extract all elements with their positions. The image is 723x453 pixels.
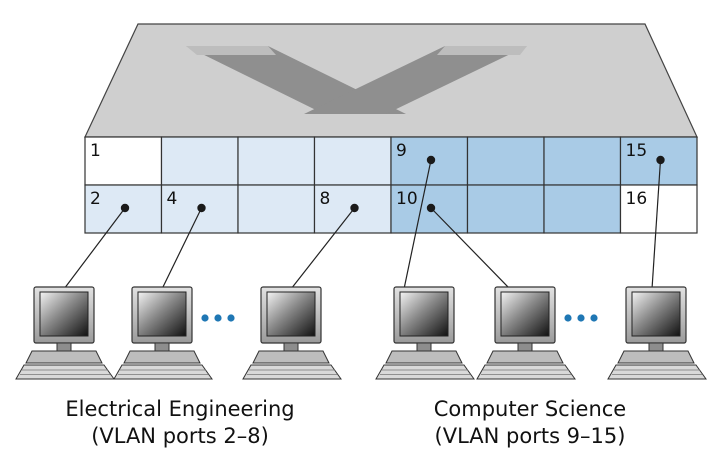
port-connector-15 xyxy=(656,155,665,165)
caption-computer-science: Computer Science (VLAN ports 9–15) xyxy=(400,396,660,450)
cable-port-4 xyxy=(161,207,203,290)
switch-port-10: 10 xyxy=(390,184,469,234)
computer-cs-2 xyxy=(476,286,576,380)
cable-port-15 xyxy=(651,159,662,290)
ellipsis-cs xyxy=(564,314,598,322)
cable-port-10 xyxy=(430,207,511,290)
computer-ee-3 xyxy=(242,286,342,380)
group-ports-cs: (VLAN ports 9–15) xyxy=(434,424,626,448)
port-label: 9 xyxy=(396,141,407,161)
ellipsis-ee xyxy=(201,314,235,322)
computer-cs-1 xyxy=(375,286,475,380)
computer-ee-1 xyxy=(15,286,115,380)
computer-ee-2 xyxy=(113,286,213,380)
caption-electrical-engineering: Electrical Engineering (VLAN ports 2–8) xyxy=(40,396,320,450)
port-label: 8 xyxy=(320,189,331,209)
port-connector-8 xyxy=(350,203,359,213)
port-label: 10 xyxy=(396,189,418,209)
switch-port xyxy=(543,184,622,234)
switch-port xyxy=(466,184,545,234)
group-ports-ee: (VLAN ports 2–8) xyxy=(91,424,269,448)
port-label: 1 xyxy=(90,141,101,161)
port-connector-2 xyxy=(120,203,130,213)
switch-port xyxy=(466,136,545,186)
switch-port xyxy=(313,136,392,186)
switch-port xyxy=(237,136,316,186)
computers xyxy=(15,286,707,380)
port-label: 4 xyxy=(167,189,178,209)
switch-port-1: 1 xyxy=(84,136,163,186)
port-label: 16 xyxy=(626,189,648,209)
port-connector-10 xyxy=(426,203,436,213)
cable-port-8 xyxy=(290,207,355,290)
port-label: 15 xyxy=(626,141,648,161)
switch-port xyxy=(237,184,316,234)
computer-cs-3 xyxy=(607,286,707,380)
port-label: 2 xyxy=(90,189,101,209)
switch-port xyxy=(543,136,622,186)
cable-port-9 xyxy=(403,159,432,290)
group-name-ee: Electrical Engineering xyxy=(65,397,295,421)
switch-port xyxy=(160,136,239,186)
port-connector-4 xyxy=(197,203,206,213)
cable-port-2 xyxy=(63,207,126,290)
group-name-cs: Computer Science xyxy=(433,397,627,421)
cables xyxy=(63,155,665,290)
switch-x-logo xyxy=(186,46,527,114)
switch-port-15: 15 xyxy=(619,136,698,186)
port-connector-9 xyxy=(426,155,436,165)
switch-port-panel: 1 9 15 2 4 8 10 16 xyxy=(84,136,698,234)
